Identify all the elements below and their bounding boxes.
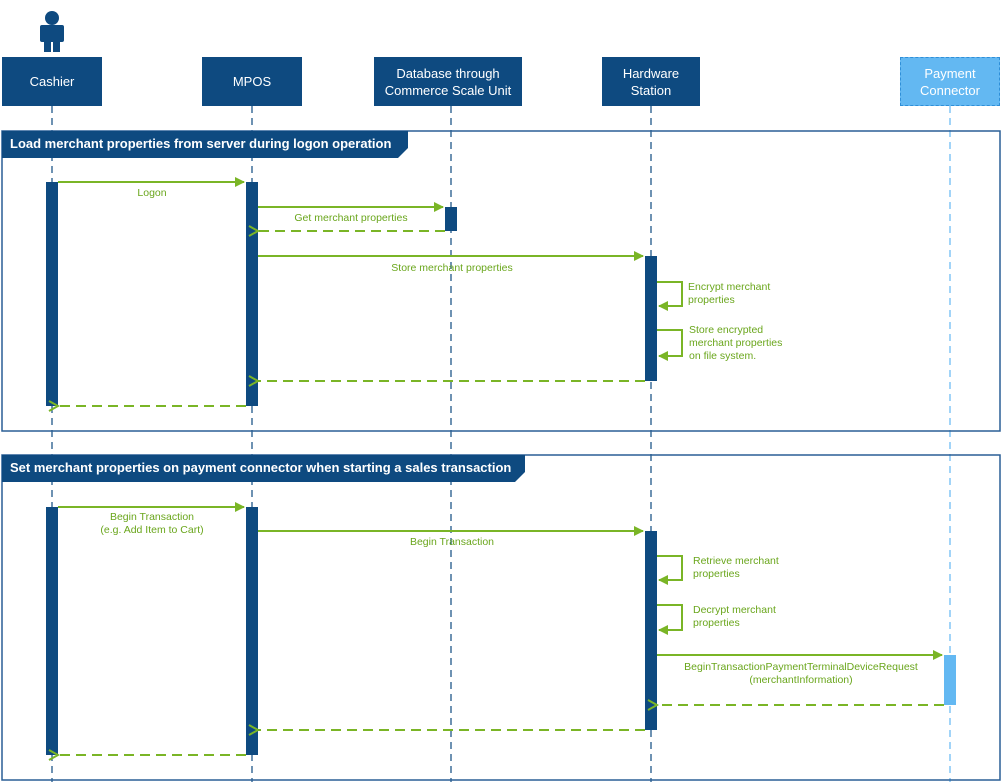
activation-cashier-1 bbox=[46, 182, 58, 406]
activation-cashier-2 bbox=[46, 507, 58, 755]
actor-mpos: MPOS bbox=[202, 57, 302, 106]
activation-mpos-2 bbox=[246, 507, 258, 755]
message-label-store-encrypted: Store encrypted merchant properties on f… bbox=[689, 324, 783, 362]
self-arrow-retrieve bbox=[657, 555, 683, 585]
message-label-get-merchant-properties: Get merchant properties bbox=[294, 212, 408, 224]
person-icon bbox=[40, 11, 64, 52]
activation-hardware-2 bbox=[645, 531, 657, 730]
activation-hardware-1 bbox=[645, 256, 657, 381]
actor-database: Database through Commerce Scale Unit bbox=[374, 57, 522, 106]
frame-tab-shape-transaction bbox=[2, 455, 525, 482]
activation-payment-2 bbox=[944, 655, 956, 705]
frame-logon bbox=[1, 130, 1001, 432]
message-label-begin-transaction-cashier: Begin Transaction (e.g. Add Item to Cart… bbox=[100, 511, 204, 536]
message-label-store-merchant-properties: Store merchant properties bbox=[391, 262, 513, 274]
message-label-encrypt: Encrypt merchant properties bbox=[688, 281, 771, 306]
actor-cashier: Cashier bbox=[2, 57, 102, 106]
message-label-decrypt: Decrypt merchant properties bbox=[693, 604, 776, 629]
frame-transaction bbox=[1, 454, 1001, 781]
actor-label-cashier: Cashier bbox=[29, 74, 75, 89]
message-label-payment-request: BeginTransactionPaymentTerminalDeviceReq… bbox=[684, 661, 918, 686]
actor-label-mpos: MPOS bbox=[232, 74, 272, 89]
self-arrow-store-encrypted bbox=[657, 329, 683, 361]
actor-hardware-station: Hardware Station bbox=[602, 57, 700, 106]
activation-database-1 bbox=[445, 207, 457, 231]
actor-label-database: Database through Commerce Scale Unit bbox=[384, 65, 512, 98]
message-label-retrieve: Retrieve merchant properties bbox=[693, 555, 779, 580]
self-arrow-decrypt bbox=[657, 604, 683, 635]
self-arrow-encrypt bbox=[657, 281, 683, 311]
actor-label-hardware-station: Hardware Station bbox=[622, 65, 680, 98]
actor-payment-connector: Payment Connector bbox=[900, 57, 1000, 106]
frame-title-transaction: Set merchant properties on payment conne… bbox=[10, 460, 512, 475]
activation-mpos-1 bbox=[246, 182, 258, 406]
message-label-begin-transaction-mpos: Begin Transaction bbox=[409, 536, 495, 548]
actor-label-payment-connector: Payment Connector bbox=[920, 65, 980, 98]
frame-tab-shape-logon bbox=[2, 131, 408, 158]
frame-title-logon: Load merchant properties from server dur… bbox=[10, 136, 392, 151]
message-label-logon: Logon bbox=[137, 187, 167, 199]
